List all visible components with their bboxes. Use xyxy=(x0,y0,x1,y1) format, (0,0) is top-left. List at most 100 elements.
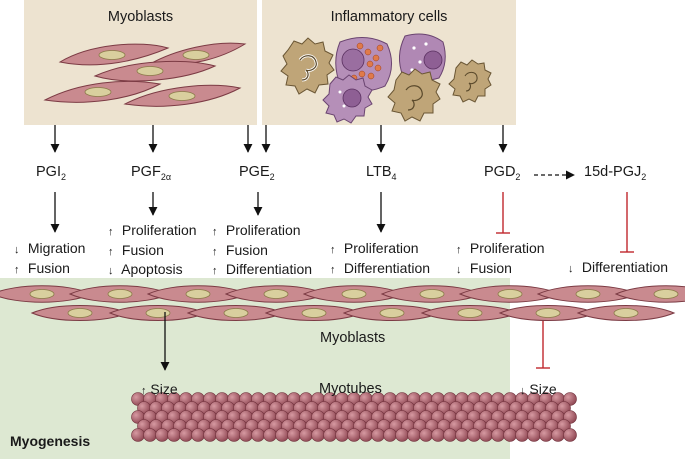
outcome-item: ↑ Fusion xyxy=(212,241,268,258)
outcome-item: ↑ Proliferation xyxy=(330,240,419,256)
myotube-bead xyxy=(491,428,505,442)
source-cell xyxy=(148,42,247,66)
macrophage-cell xyxy=(280,37,335,95)
outcomes-pgi2: ↓ Migration ↑ Fusion xyxy=(14,240,85,279)
outcome-item: ↑ Differentiation xyxy=(212,261,313,277)
outcome-item: ↓ Migration xyxy=(14,240,86,256)
inhibition-lines xyxy=(496,192,634,369)
macrophage-cell xyxy=(448,59,492,103)
source-cell xyxy=(123,84,242,107)
myoblast-cell xyxy=(186,305,286,321)
myotube-bead xyxy=(527,428,541,442)
neutrophil-cell xyxy=(399,33,446,82)
outcome-item: ↑ Proliferation xyxy=(108,222,197,238)
myotubes-label: Myotubes xyxy=(319,381,382,397)
outcome-item: ↑ Fusion xyxy=(14,259,70,276)
myoblast-cell xyxy=(264,305,364,321)
myoblasts-row-label: Myoblasts xyxy=(320,330,386,346)
myoblast-cell xyxy=(302,285,406,303)
outcome-item: ↓ Apoptosis xyxy=(108,261,183,277)
myoblast-cell xyxy=(380,285,484,303)
myotube-bead xyxy=(215,428,229,442)
myoblast-cell xyxy=(614,285,685,303)
outcome-item: ↑ Fusion xyxy=(108,241,164,258)
source-cell xyxy=(43,80,162,103)
outcomes-pgd2: ↑ Proliferation ↓ Fusion xyxy=(456,240,545,279)
size-increase: ↑ Size xyxy=(141,381,178,397)
myotube-bead xyxy=(551,428,565,442)
macrophage-cell xyxy=(387,68,441,122)
myotube-bead xyxy=(179,428,193,442)
myoblast-cell xyxy=(576,305,676,321)
myotube-bead xyxy=(347,428,361,442)
outcomes-pgf2a: ↑ Proliferation ↑ Fusion ↓ Apoptosis xyxy=(108,222,197,281)
myoblast-cell xyxy=(68,285,172,303)
mediator-ltb4: LTB4 xyxy=(366,164,397,182)
myotube-bead xyxy=(395,428,409,442)
outcome-item: ↑ Differentiation xyxy=(330,259,431,276)
source-cell xyxy=(93,60,217,82)
myotube-bead xyxy=(191,428,205,442)
myotube-bead xyxy=(335,428,349,442)
myoblast-cell xyxy=(458,285,562,303)
myotube-bead xyxy=(419,428,433,442)
outcomes-15dpgj2: ↓ Differentiation xyxy=(568,259,668,279)
myotube-bead xyxy=(443,428,457,442)
source-myoblast-cells xyxy=(43,42,247,107)
myotube-bead xyxy=(431,428,445,442)
size-decrease: ↓ Size xyxy=(520,381,557,397)
myoblast-cell xyxy=(30,305,130,321)
mediator-pgf2a: PGF2α xyxy=(131,164,172,182)
myotube-bead xyxy=(407,428,421,442)
myogenesis-label: Myogenesis xyxy=(10,433,91,449)
inflammatory-cells-title: Inflammatory cells xyxy=(330,9,448,25)
myotube-bead xyxy=(323,428,337,442)
myotube-bead xyxy=(467,428,481,442)
source-cell xyxy=(58,43,170,66)
myotube-bead xyxy=(167,428,181,442)
inflammatory-cell-icons xyxy=(280,33,492,124)
myoblast-cell xyxy=(0,285,94,303)
outcome-item: ↑ Proliferation xyxy=(456,240,545,256)
outcome-item: ↓ Fusion xyxy=(456,259,512,276)
myoblast-cell xyxy=(420,305,520,321)
myotube xyxy=(131,392,577,442)
myotube-bead xyxy=(275,428,289,442)
mediator-pgi2: PGI2 xyxy=(36,164,66,182)
myotube-bead xyxy=(131,428,145,442)
myoblast-cell xyxy=(342,305,442,321)
myotube-bead xyxy=(479,428,493,442)
mediator-pgd2: PGD2 xyxy=(484,164,521,182)
myotube-bead xyxy=(515,428,529,442)
monocyte-cell xyxy=(322,74,373,124)
myotube-bead xyxy=(251,428,265,442)
myotube-bead xyxy=(563,428,577,442)
outcome-arrows xyxy=(50,192,386,233)
myoblast-row xyxy=(0,285,685,321)
outcomes-pge2: ↑ Proliferation ↑ Fusion ↑ Differentiati… xyxy=(212,222,312,281)
outcome-item: ↑ Proliferation xyxy=(212,222,301,238)
myotube-bead xyxy=(311,428,325,442)
myotube-bead xyxy=(371,428,385,442)
myotube-bead xyxy=(239,428,253,442)
myotube-bead xyxy=(155,428,169,442)
myotube-bead xyxy=(299,428,313,442)
myoblasts-source-title: Myoblasts xyxy=(107,9,174,25)
myotube-bead xyxy=(263,428,277,442)
mediator-pge2: PGE2 xyxy=(239,164,275,182)
myoblast-cell xyxy=(536,285,640,303)
myotube-bead xyxy=(455,428,469,442)
myotube-bead xyxy=(287,428,301,442)
myotube-bead xyxy=(143,428,157,442)
outcome-item: ↓ Differentiation xyxy=(568,259,669,275)
source-arrows xyxy=(50,125,508,153)
myotube-bead xyxy=(359,428,373,442)
myotube-bead xyxy=(539,428,553,442)
myotube-bead xyxy=(227,428,241,442)
myotube-bead xyxy=(383,428,397,442)
myotube-bead xyxy=(203,428,217,442)
myotube-bead xyxy=(503,428,517,442)
mediator-15dpgj2: 15d-PGJ2 xyxy=(584,164,647,182)
